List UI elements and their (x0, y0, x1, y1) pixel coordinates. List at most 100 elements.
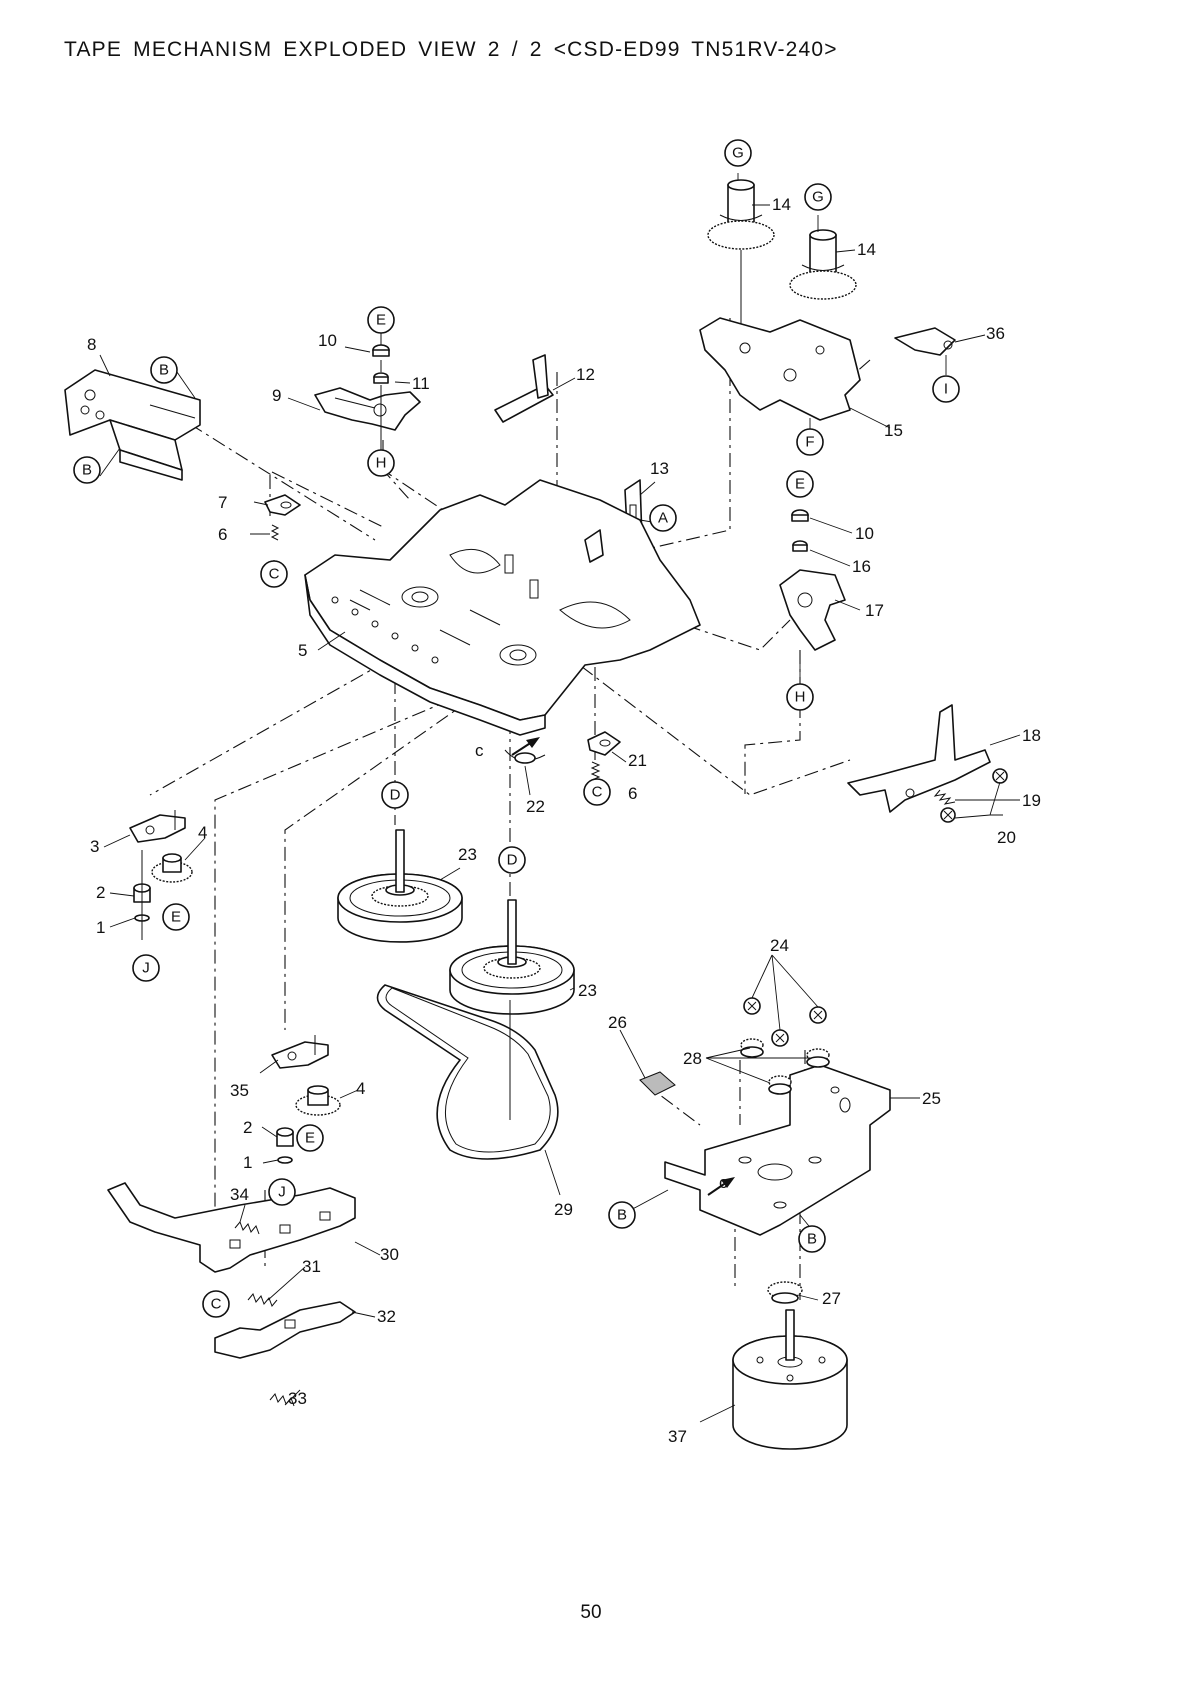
ref-marker-h-upper: H (368, 450, 394, 476)
label-part-10b: 10 (855, 524, 874, 543)
svg-text:G: G (732, 145, 744, 162)
part-6-spring-upper (272, 525, 278, 540)
part-2-roller-lower (277, 1128, 293, 1146)
label-part-22: 22 (526, 797, 545, 816)
svg-text:J: J (142, 960, 150, 977)
label-part-34: 34 (230, 1185, 249, 1204)
ref-marker-i: I (933, 376, 959, 402)
label-part-5: 5 (298, 641, 307, 660)
label-part-37: 37 (668, 1427, 687, 1446)
label-part-14a: 14 (772, 195, 791, 214)
label-part-16: 16 (852, 557, 871, 576)
ref-marker-e-right: E (787, 471, 813, 497)
label-part-36: 36 (986, 324, 1005, 343)
label-part-12: 12 (576, 365, 595, 384)
label-part-33: 33 (288, 1389, 307, 1408)
label-part-13: 13 (650, 459, 669, 478)
part-23-pulley-upper (338, 830, 462, 942)
label-part-24: 24 (770, 936, 789, 955)
svg-text:E: E (171, 909, 181, 926)
part-7-cam (265, 495, 300, 515)
part-21-cam (588, 732, 620, 755)
ref-marker-c-lower: C (203, 1291, 229, 1317)
label-part-23b: 23 (578, 981, 597, 1000)
ref-marker-e-top: E (368, 307, 394, 333)
label-part-1b: 1 (243, 1153, 252, 1172)
ref-marker-e-left-lower: E (297, 1125, 323, 1151)
ref-marker-f: F (797, 429, 823, 455)
label-part-35: 35 (230, 1081, 249, 1100)
part-24-screws (744, 998, 826, 1046)
label-part-2b: 2 (243, 1118, 252, 1137)
part-23-pulley-lower (450, 900, 574, 1014)
label-part-8: 8 (87, 335, 96, 354)
ref-marker-g-lower: G (805, 184, 831, 210)
label-part-21: 21 (628, 751, 647, 770)
ref-marker-d-right: D (499, 847, 525, 873)
label-arrow-c-bracket: c (719, 1173, 728, 1192)
label-part-11: 11 (412, 374, 430, 393)
ref-marker-b-left: B (74, 457, 100, 483)
label-part-30: 30 (380, 1245, 399, 1264)
part-17-lever (780, 570, 845, 650)
label-part-18: 18 (1022, 726, 1041, 745)
svg-text:H: H (795, 689, 806, 706)
svg-text:A: A (658, 510, 668, 527)
label-part-4a: 4 (198, 823, 207, 842)
part-4-gear-upper (152, 854, 192, 882)
label-part-27: 27 (822, 1289, 841, 1308)
label-part-7: 7 (218, 493, 227, 512)
svg-text:B: B (617, 1207, 627, 1224)
svg-text:E: E (305, 1130, 315, 1147)
label-part-28: 28 (683, 1049, 702, 1068)
svg-text:B: B (82, 462, 92, 479)
part-18-bracket (848, 705, 990, 812)
part-22-clip (505, 750, 545, 763)
svg-text:E: E (795, 476, 805, 493)
svg-text:G: G (812, 189, 824, 206)
label-part-9: 9 (272, 386, 281, 405)
part-1-washer-lower (278, 1157, 292, 1163)
ref-marker-c-middle: C (584, 779, 610, 805)
label-part-29: 29 (554, 1200, 573, 1219)
ref-marker-g-upper: G (725, 140, 751, 166)
label-part-31: 31 (302, 1257, 321, 1276)
ref-marker-a: A (650, 505, 676, 531)
part-35-plate (272, 1035, 328, 1068)
ref-marker-j-upper: J (133, 955, 159, 981)
label-part-10a: 10 (318, 331, 337, 350)
label-part-32: 32 (377, 1307, 396, 1326)
label-part-17: 17 (865, 601, 884, 620)
part-12-lever (495, 355, 553, 422)
part-27-motor-pulley (768, 1282, 802, 1303)
label-part-6a: 6 (218, 525, 227, 544)
ref-marker-b-bracket-left: B (609, 1202, 635, 1228)
label-part-19: 19 (1022, 791, 1041, 810)
ref-marker-b-bracket-right: B (799, 1226, 825, 1252)
part-26-pad (640, 1072, 675, 1095)
svg-text:B: B (807, 1231, 817, 1248)
ref-marker-b-top: B (151, 357, 177, 383)
ref-marker-h-lower: H (787, 684, 813, 710)
label-part-23a: 23 (458, 845, 477, 864)
label-part-26: 26 (608, 1013, 627, 1032)
label-part-20: 20 (997, 828, 1016, 847)
part-15-reel-base (700, 318, 860, 420)
label-part-15: 15 (884, 421, 903, 440)
label-part-2a: 2 (96, 883, 105, 902)
svg-text:C: C (211, 1296, 222, 1313)
ref-marker-j-lower: J (269, 1179, 295, 1205)
part-14-reel-table-right (790, 230, 856, 299)
ref-marker-d-left: D (382, 782, 408, 808)
label-part-1a: 1 (96, 918, 105, 937)
label-part-3: 3 (90, 837, 99, 856)
part-32-slider (215, 1302, 355, 1358)
label-part-14b: 14 (857, 240, 876, 259)
part-4-gear-lower (296, 1086, 340, 1115)
svg-text:C: C (592, 784, 603, 801)
svg-text:H: H (376, 455, 387, 472)
label-part-4b: 4 (356, 1079, 365, 1098)
part-19-spring (935, 790, 955, 804)
svg-text:D: D (390, 787, 401, 804)
